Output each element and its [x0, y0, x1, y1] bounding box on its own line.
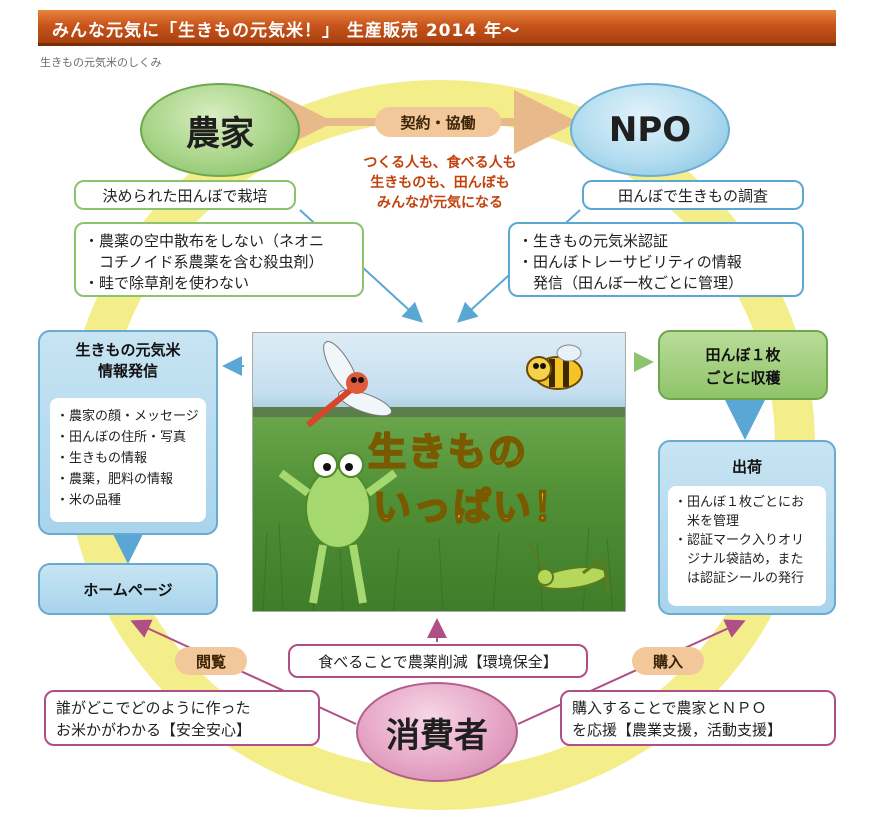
- info-title-line: 情報発信: [97, 362, 158, 380]
- slogan: つくる人も、食べる人も 生きものも、田んぼも みんなが元気になる: [330, 153, 550, 213]
- info-panel-list: ・農家の顔・メッセージ ・田んぼの住所・写真 ・生きもの情報 ・農薬，肥料の情報…: [50, 398, 206, 522]
- browse-label: 閲覧: [175, 647, 247, 675]
- info-item: ・生きもの情報: [56, 451, 148, 466]
- info-item: ・米の品種: [56, 493, 122, 508]
- consumer-ship-arrow: [517, 619, 746, 725]
- safety-line: お米かがわかる【安全安心】: [56, 721, 252, 739]
- farmer-rule-item: コチノイド系農薬を含む殺虫剤）: [84, 253, 324, 271]
- farmer-rules-box: ・農薬の空中散布をしない（ネオニ コチノイド系農薬を含む殺虫剤） ・畦で除草剤を…: [74, 222, 364, 297]
- rice-field-photo: 生きもの いっぱい！: [252, 332, 626, 612]
- photo-caption-line1: 生きもの: [367, 429, 529, 475]
- farmer-rule-item: ・農薬の空中散布をしない（ネオニ: [84, 232, 325, 250]
- shipping-item: は認証シールの発行: [674, 571, 805, 586]
- npo-activity-item: ・生きもの元気米認証: [518, 232, 669, 250]
- shipping-item: ・認証マーク入りオリ: [674, 533, 805, 548]
- consumer-node: 消費者: [356, 682, 518, 782]
- safety-line: 誰がどこでどのように作った: [56, 699, 251, 717]
- shipping-panel: 出荷 ・田んぼ１枚ごとにお 米を管理 ・認証マーク入りオリ ジナル袋詰め，また …: [658, 440, 836, 615]
- slogan-line: みんなが元気になる: [377, 195, 503, 211]
- harvest-line: ごとに収穫: [705, 369, 781, 387]
- slogan-line: 生きものも、田んぼも: [370, 175, 510, 191]
- diagram-subtitle: 生きもの元気米のしくみ: [40, 56, 162, 69]
- farmer-rule-item: ・畦で除草剤を使わない: [84, 274, 250, 292]
- harvest-box: 田んぼ１枚 ごとに収穫: [658, 330, 828, 400]
- shipping-title: 出荷: [731, 458, 762, 476]
- shipping-list: ・田んぼ１枚ごとにお 米を管理 ・認証マーク入りオリ ジナル袋詰め，また は認証…: [668, 486, 826, 606]
- slogan-line: つくる人も、食べる人も: [363, 155, 517, 171]
- info-panel-title: 生きもの元気米 情報発信: [40, 332, 216, 382]
- header-banner: みんな元気に「生きもの元気米！」 生産販売 2014 年〜: [38, 10, 836, 46]
- farmer-cultivation-box: 決められた田んぼで栽培: [74, 180, 296, 210]
- farmer-node: 農家: [140, 83, 300, 177]
- field-illustration: [253, 341, 625, 611]
- grasshopper-icon: [528, 542, 611, 596]
- shipping-item: ジナル袋詰め，また: [674, 552, 804, 567]
- header-title: みんな元気に「生きもの元気米！」 生産販売 2014 年〜: [52, 21, 521, 41]
- buy-label: 購入: [632, 647, 704, 675]
- npo-activity-item: 発信（田んぼ一枚ごとに管理）: [518, 274, 744, 292]
- shipping-item: 米を管理: [674, 514, 740, 529]
- homepage-box: ホームページ: [38, 563, 218, 615]
- dragonfly-icon: [306, 341, 392, 428]
- info-item: ・田んぼの住所・写真: [56, 430, 187, 445]
- npo-activity-item: ・田んぼトレーサビリティの情報: [518, 253, 742, 271]
- support-line: を応援【農業支援，活動支援】: [572, 721, 783, 739]
- harvest-line: 田んぼ１枚: [705, 346, 781, 364]
- info-item: ・農家の顔・メッセージ: [56, 409, 199, 424]
- npo-node: NPO: [570, 83, 730, 177]
- info-title-line: 生きもの元気米: [75, 341, 181, 359]
- frog-icon: [278, 452, 398, 604]
- info-panel: 生きもの元気米 情報発信 ・農家の顔・メッセージ ・田んぼの住所・写真 ・生きも…: [38, 330, 218, 535]
- info-item: ・農薬，肥料の情報: [56, 472, 174, 487]
- contract-label: 契約・協働: [375, 107, 501, 137]
- shipping-item: ・田んぼ１枚ごとにお: [674, 495, 805, 510]
- bee-icon: [526, 344, 583, 390]
- npo-survey-box: 田んぼで生きもの調査: [582, 180, 804, 210]
- reduce-pesticide-box: 食べることで農薬削減【環境保全】: [288, 644, 588, 678]
- safety-box: 誰がどこでどのように作った お米かがわかる【安全安心】: [44, 690, 320, 746]
- support-line: 購入することで農家とＮＰＯ: [572, 699, 767, 717]
- photo-caption-line2: いっぱい！: [372, 484, 574, 530]
- npo-activities-box: ・生きもの元気米認証 ・田んぼトレーサビリティの情報 発信（田んぼ一枚ごとに管理…: [508, 222, 804, 297]
- support-box: 購入することで農家とＮＰＯ を応援【農業支援，活動支援】: [560, 690, 836, 746]
